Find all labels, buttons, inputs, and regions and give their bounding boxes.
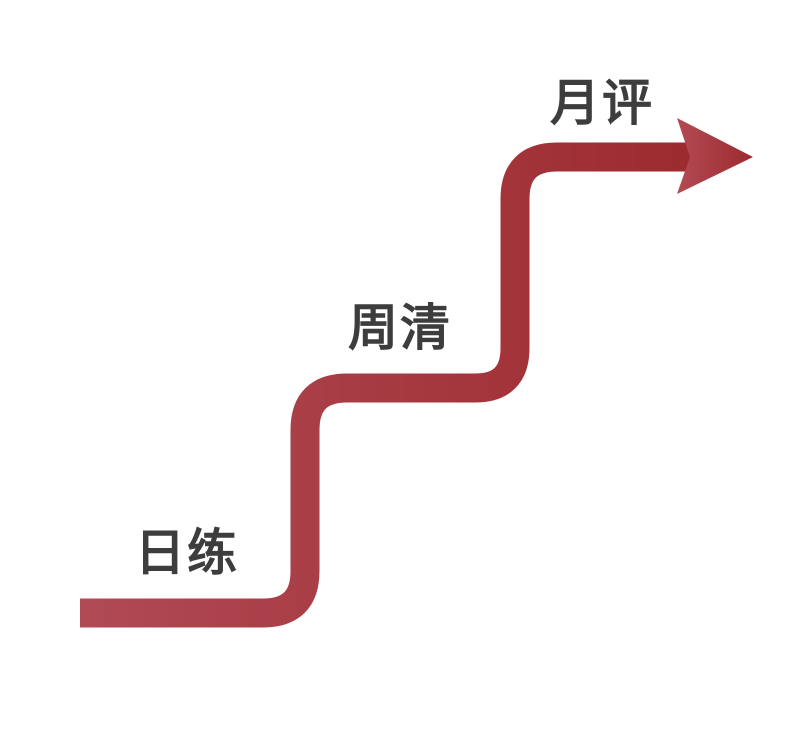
step-label-monthly: 月评 [550,74,654,132]
step-label-daily: 日练 [135,524,239,582]
step-label-weekly: 周清 [348,299,452,357]
arrowhead [677,118,753,194]
arrow-path [80,142,695,628]
